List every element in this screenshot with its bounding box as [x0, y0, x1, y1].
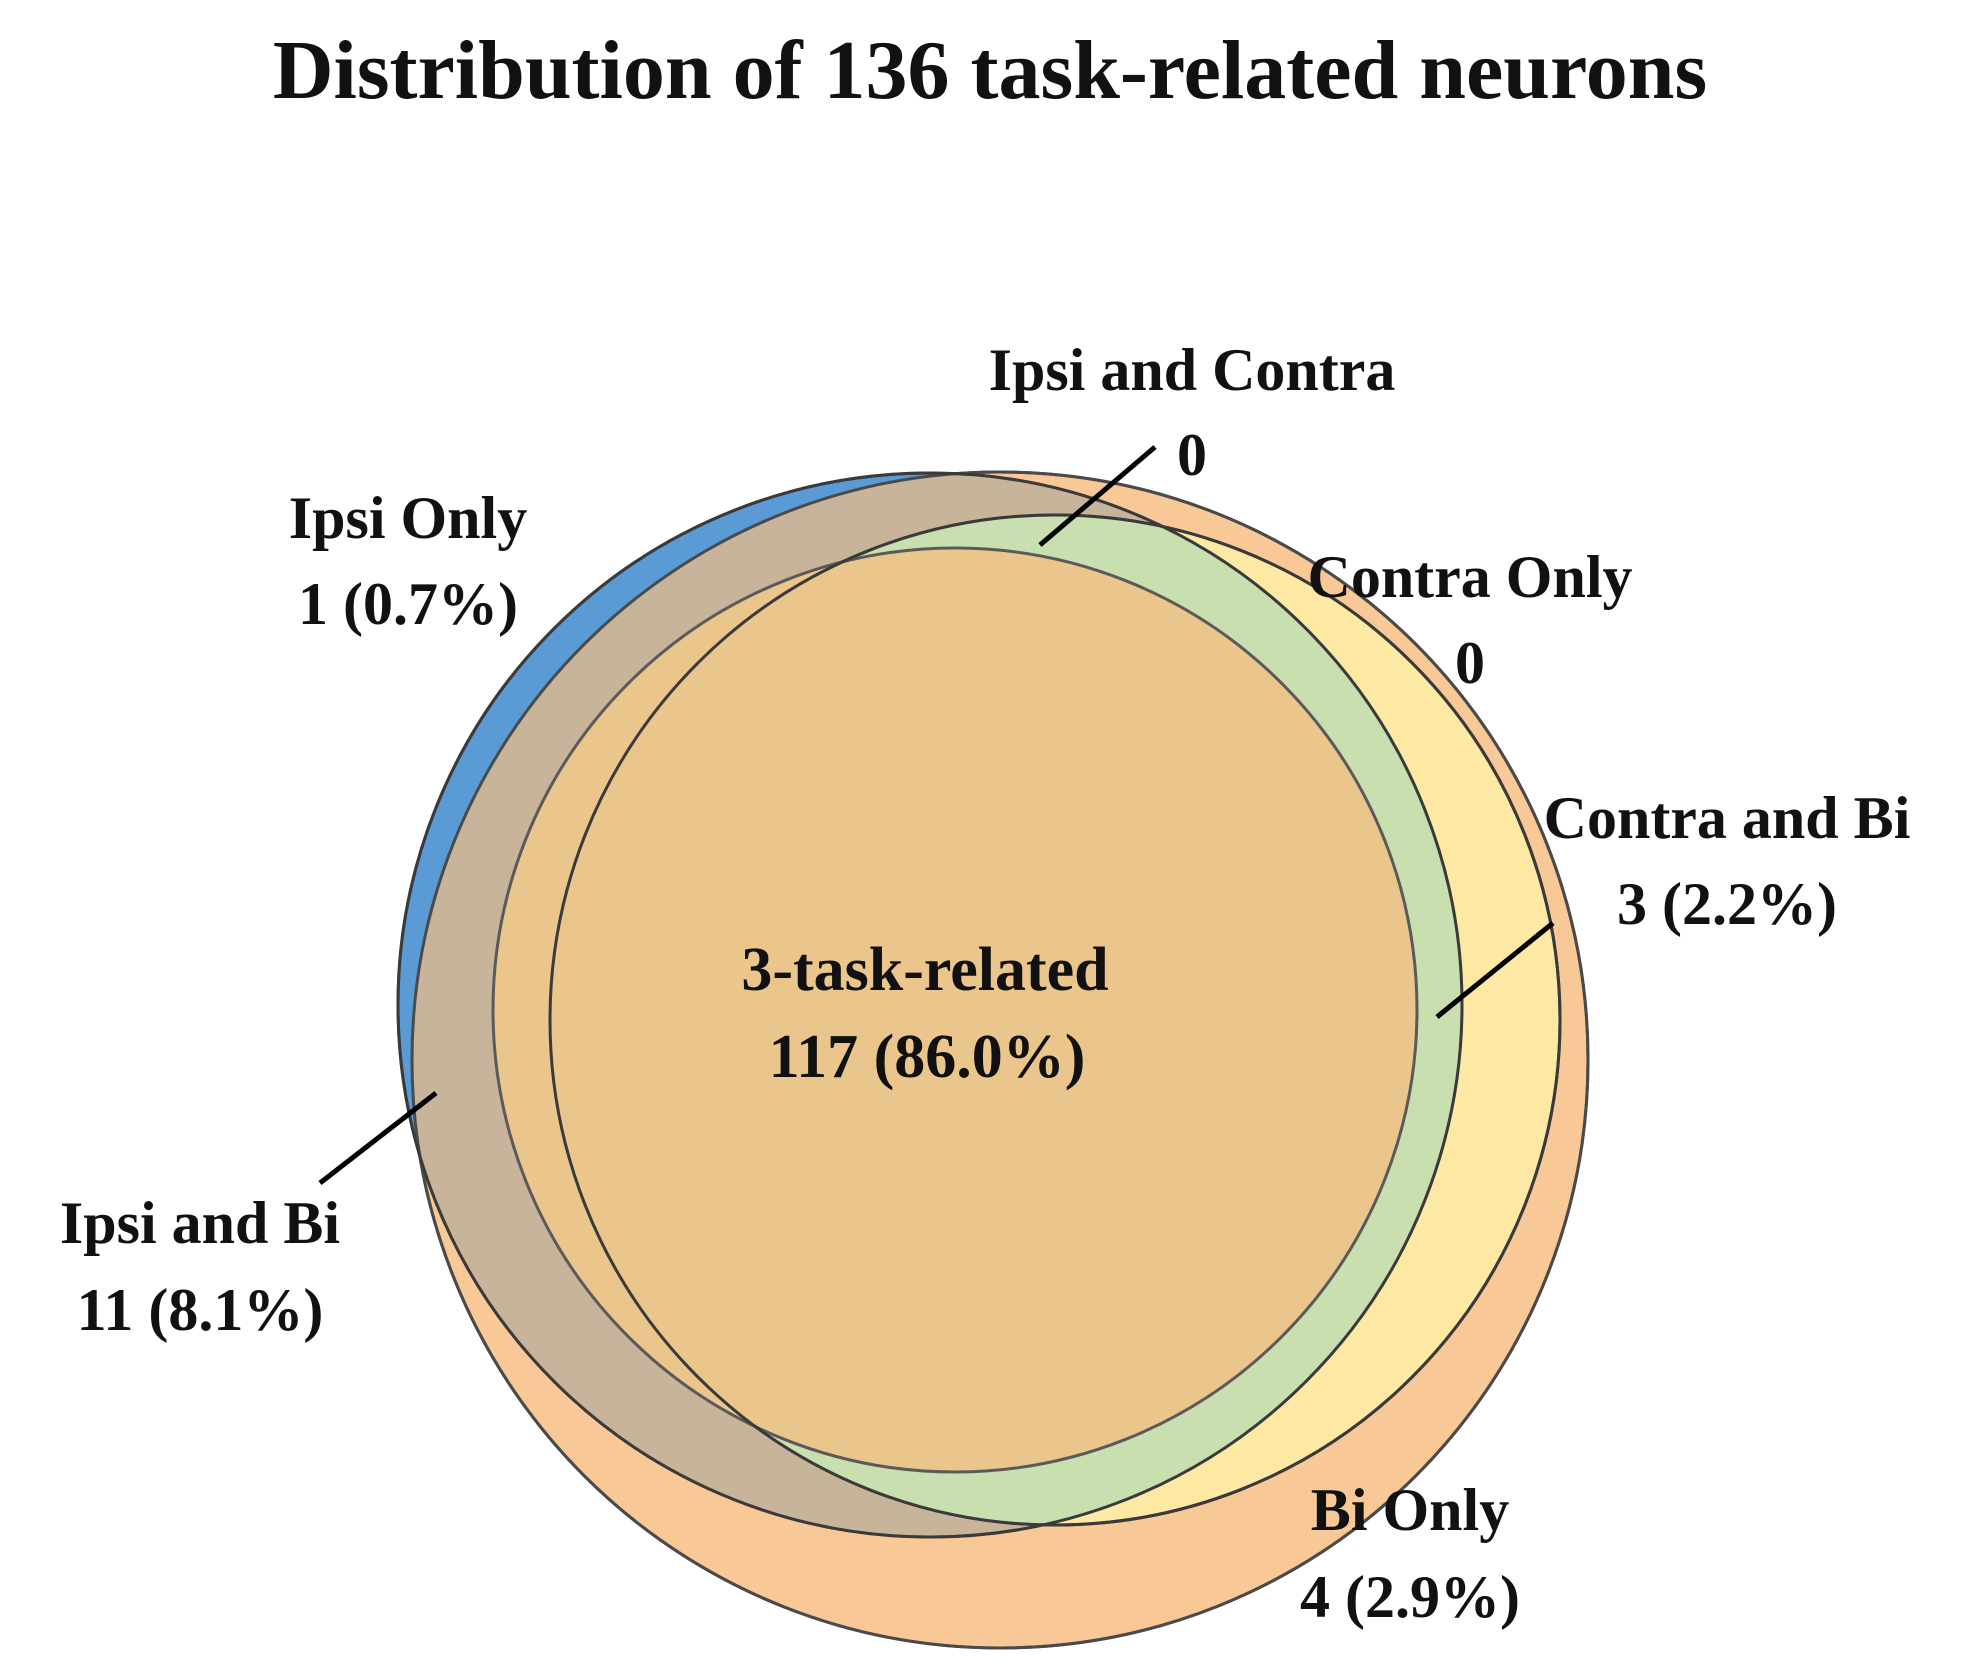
label-ipsi-contra-name: Ipsi and Contra: [989, 337, 1396, 403]
label-contra-only-name: Contra Only: [1307, 544, 1632, 610]
ipsi-outline: [396, 471, 1464, 1539]
chart-title: Distribution of 136 task-related neurons: [273, 24, 1707, 117]
label-contra-bi-value: 3 (2.2%): [1617, 871, 1837, 937]
label-ipsi-bi-value: 11 (8.1%): [77, 1277, 324, 1343]
label-center-name: 3-task-related: [741, 936, 1108, 1004]
leader-line-ipsi-bi: [318, 1091, 438, 1185]
three-task-region: [491, 546, 1419, 1474]
label-bi-only-name: Bi Only: [1311, 1477, 1509, 1543]
contra-outline: [548, 513, 1562, 1527]
label-ipsi-contra-value: 0: [1177, 422, 1207, 488]
leader-line-contra-bi: [1435, 921, 1555, 1019]
bi-outline: [410, 470, 1590, 1650]
label-contra-bi-name: Contra and Bi: [1544, 785, 1911, 851]
label-center-value: 117 (86.0%): [769, 1023, 1086, 1091]
label-ipsi-only-name: Ipsi Only: [289, 485, 527, 551]
label-contra-only-value: 0: [1455, 630, 1485, 696]
label-ipsi-bi-name: Ipsi and Bi: [60, 1190, 340, 1256]
label-bi-only-value: 4 (2.9%): [1300, 1564, 1520, 1630]
leader-line-ipsi-contra: [1038, 445, 1157, 547]
label-ipsi-only-value: 1 (0.7%): [298, 571, 518, 637]
